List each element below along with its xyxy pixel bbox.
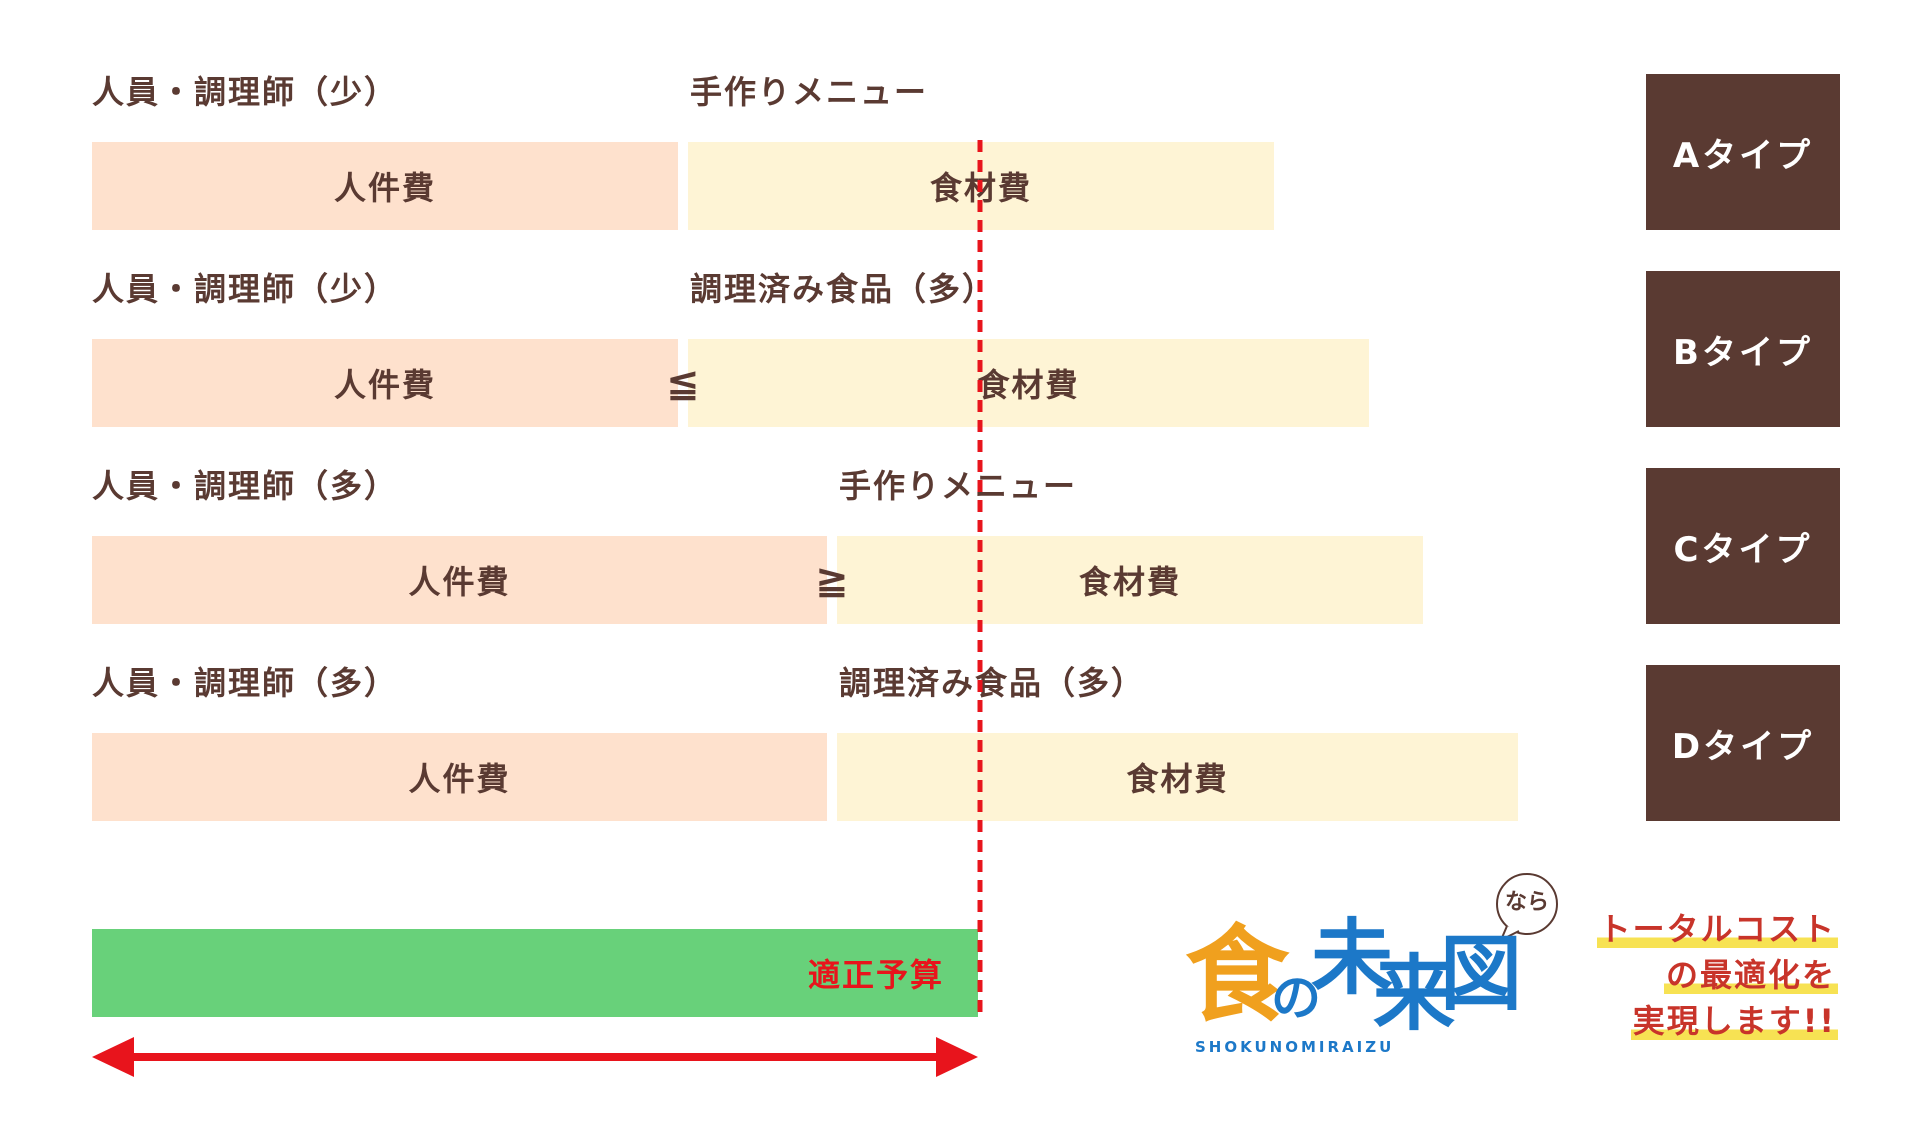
logo-char-rai: 来	[1373, 947, 1456, 1042]
type-d-box: Dタイプ	[1646, 665, 1840, 821]
tagline: トータルコスト の最適化を 実現します!!	[1596, 906, 1838, 1044]
labor-cost-label: 人件費	[333, 366, 436, 404]
tagline-line-3: 実現します!!	[1630, 1002, 1838, 1040]
logo-char-shoku: 食	[1185, 914, 1290, 1036]
food-cost-label: 食材費	[1078, 563, 1181, 601]
type-a-box: Aタイプ	[1646, 74, 1840, 230]
logo-char-no: の	[1271, 969, 1321, 1027]
menu-label-b: 調理済み食品（多）	[690, 270, 997, 308]
logo-char-mi: 未	[1311, 911, 1394, 1006]
staff-label-d: 人員・調理師（多）	[92, 664, 399, 702]
labor-cost-label: 人件費	[408, 563, 511, 601]
type-b-box: Bタイプ	[1646, 271, 1840, 427]
bubble-text: なら	[1504, 890, 1549, 915]
logo-char-zu: 図	[1440, 927, 1523, 1022]
tagline-line-2: の最適化を	[1663, 956, 1838, 994]
staff-label-b: 人員・調理師（少）	[92, 270, 399, 308]
type-c-box: Cタイプ	[1646, 468, 1840, 624]
menu-label-a: 手作りメニュー	[690, 73, 929, 111]
greater-equal-sign: ≧	[815, 557, 849, 603]
logo-romaji: SHOKUNOMIRAIZU	[1195, 1038, 1395, 1056]
appropriate-budget-bar: 適正予算	[92, 929, 978, 1017]
food-cost-bar-b: 食材費	[688, 339, 1369, 427]
labor-cost-bar-a: 人件費	[92, 142, 678, 230]
type-label: Bタイプ	[1673, 332, 1813, 373]
budget-limit-dashed-line	[977, 140, 983, 1020]
labor-cost-bar-c: 人件費	[92, 536, 827, 624]
type-label: Cタイプ	[1673, 529, 1813, 570]
tagline-line-1: トータルコスト	[1596, 910, 1838, 948]
speech-bubble-icon	[1496, 873, 1558, 941]
food-cost-label: 食材費	[977, 366, 1080, 404]
food-cost-label: 食材費	[1126, 760, 1229, 798]
shokunomiraizu-logo: なら 食 の 未 来 図 SHOKUNOMIRAIZU	[1185, 870, 1558, 1060]
type-label: Aタイプ	[1672, 135, 1814, 176]
less-equal-sign: ≦	[666, 360, 700, 406]
staff-label-a: 人員・調理師（少）	[92, 73, 399, 111]
food-cost-bar-a: 食材費	[688, 142, 1274, 230]
labor-cost-bar-d: 人件費	[92, 733, 827, 821]
budget-label: 適正予算	[807, 956, 944, 994]
labor-cost-label: 人件費	[408, 760, 511, 798]
food-cost-bar-d: 食材費	[837, 733, 1518, 821]
labor-cost-bar-b: 人件費	[92, 339, 678, 427]
labor-cost-label: 人件費	[333, 169, 436, 207]
type-label: Dタイプ	[1671, 726, 1815, 767]
menu-label-c: 手作りメニュー	[839, 467, 1078, 505]
food-cost-bar-c: 食材費	[837, 536, 1423, 624]
staff-label-c: 人員・調理師（多）	[92, 467, 399, 505]
budget-range-arrow	[92, 1037, 978, 1077]
menu-label-d: 調理済み食品（多）	[839, 664, 1146, 702]
